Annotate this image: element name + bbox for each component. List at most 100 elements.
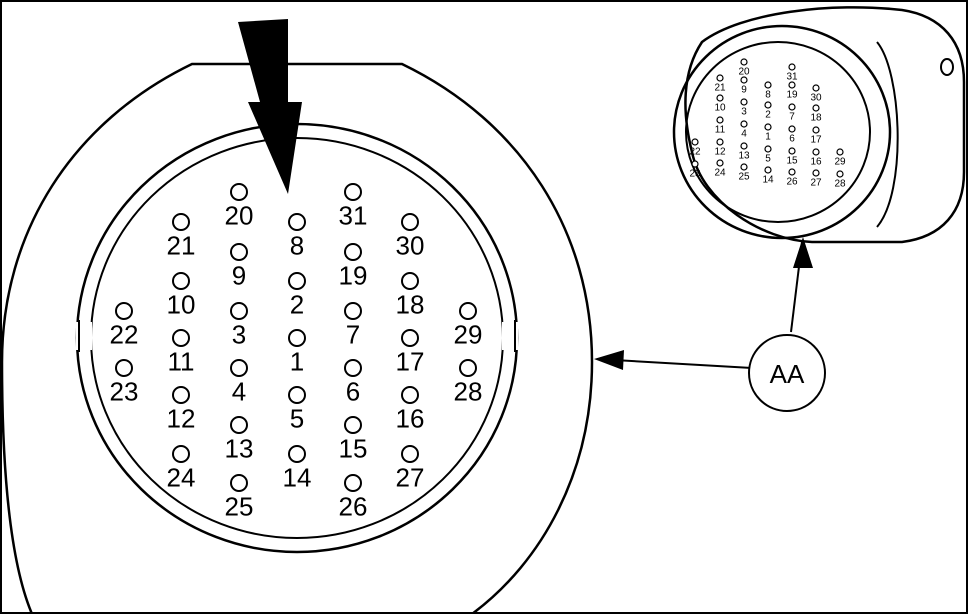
pin-label-6: 6 bbox=[789, 134, 795, 145]
pin-label-7: 7 bbox=[789, 112, 795, 123]
pin-socket-12 bbox=[172, 386, 190, 404]
pin-label-17: 17 bbox=[396, 347, 425, 377]
pin-socket-5 bbox=[764, 145, 772, 153]
pin-label-23: 23 bbox=[689, 169, 701, 180]
pin-socket-28 bbox=[459, 359, 477, 377]
pin-socket-7 bbox=[344, 302, 362, 320]
pin-label-8: 8 bbox=[290, 231, 304, 261]
pin-socket-26 bbox=[788, 168, 796, 176]
small-connector-rim-inner bbox=[685, 41, 871, 223]
pin-socket-11 bbox=[172, 329, 190, 347]
pin-label-12: 12 bbox=[167, 404, 196, 434]
pin-socket-1 bbox=[764, 123, 772, 131]
pin-label-1: 1 bbox=[765, 132, 771, 143]
pin-socket-2 bbox=[288, 272, 306, 290]
pin-socket-24 bbox=[172, 445, 190, 463]
pin-label-30: 30 bbox=[810, 93, 822, 104]
pin-label-5: 5 bbox=[290, 404, 304, 434]
pin-socket-1 bbox=[288, 329, 306, 347]
pin-socket-9 bbox=[230, 243, 248, 261]
small-connector-band bbox=[876, 41, 899, 228]
pin-label-28: 28 bbox=[454, 377, 483, 407]
pin-label-18: 18 bbox=[810, 113, 822, 124]
pin-label-29: 29 bbox=[834, 157, 846, 168]
pin-label-19: 19 bbox=[786, 90, 798, 101]
pin-label-21: 21 bbox=[167, 231, 196, 261]
pin-socket-29 bbox=[459, 302, 477, 320]
pin-socket-15 bbox=[788, 147, 796, 155]
pin-socket-16 bbox=[812, 148, 820, 156]
pin-socket-7 bbox=[788, 103, 796, 111]
pin-socket-27 bbox=[401, 445, 419, 463]
pin-label-15: 15 bbox=[339, 434, 368, 464]
pin-label-24: 24 bbox=[714, 168, 726, 179]
pin-socket-24 bbox=[716, 159, 724, 167]
pin-label-3: 3 bbox=[232, 320, 246, 350]
pin-label-14: 14 bbox=[283, 463, 312, 493]
pin-socket-21 bbox=[716, 74, 724, 82]
pin-socket-29 bbox=[836, 148, 844, 156]
pin-label-11: 11 bbox=[715, 125, 726, 136]
pin-label-11: 11 bbox=[168, 347, 195, 377]
pin-socket-5 bbox=[288, 386, 306, 404]
pin-socket-3 bbox=[740, 98, 748, 106]
pin-label-9: 9 bbox=[741, 85, 747, 96]
pin-label-2: 2 bbox=[765, 110, 771, 121]
pointer-arrow bbox=[238, 19, 302, 194]
pin-label-1: 1 bbox=[290, 347, 304, 377]
pin-socket-10 bbox=[172, 272, 190, 290]
pin-socket-10 bbox=[716, 94, 724, 102]
pin-label-19: 19 bbox=[339, 261, 368, 291]
pin-label-2: 2 bbox=[290, 290, 304, 320]
pin-socket-20 bbox=[740, 58, 748, 66]
connector-outer-shell bbox=[2, 62, 594, 612]
pin-socket-4 bbox=[740, 120, 748, 128]
pin-socket-17 bbox=[401, 329, 419, 347]
pin-socket-30 bbox=[401, 213, 419, 231]
pin-label-16: 16 bbox=[810, 157, 822, 168]
pin-label-14: 14 bbox=[762, 175, 774, 186]
pin-socket-31 bbox=[788, 63, 796, 71]
pin-socket-31 bbox=[344, 183, 362, 201]
callout-circle bbox=[748, 334, 826, 412]
pin-label-17: 17 bbox=[810, 135, 822, 146]
pin-socket-27 bbox=[812, 169, 820, 177]
pin-socket-23 bbox=[115, 359, 133, 377]
pin-label-20: 20 bbox=[738, 67, 750, 78]
pin-label-18: 18 bbox=[396, 290, 425, 320]
pin-label-3: 3 bbox=[741, 107, 747, 118]
pin-socket-8 bbox=[764, 81, 772, 89]
pin-label-27: 27 bbox=[396, 463, 425, 493]
pin-socket-2 bbox=[764, 101, 772, 109]
pin-label-30: 30 bbox=[396, 231, 425, 261]
pin-socket-12 bbox=[716, 138, 724, 146]
pin-label-31: 31 bbox=[339, 201, 368, 231]
small-connector-screw bbox=[940, 58, 954, 76]
pin-label-13: 13 bbox=[738, 151, 750, 162]
pin-label-26: 26 bbox=[339, 492, 368, 522]
pin-label-10: 10 bbox=[167, 290, 196, 320]
pin-socket-18 bbox=[812, 104, 820, 112]
pin-label-25: 25 bbox=[225, 492, 254, 522]
pin-socket-8 bbox=[288, 213, 306, 231]
pin-label-23: 23 bbox=[110, 377, 139, 407]
pin-socket-13 bbox=[740, 142, 748, 150]
pin-socket-13 bbox=[230, 416, 248, 434]
pin-socket-25 bbox=[230, 474, 248, 492]
pin-label-26: 26 bbox=[786, 177, 798, 188]
pin-label-5: 5 bbox=[765, 154, 771, 165]
pin-socket-17 bbox=[812, 126, 820, 134]
leader-arrowhead-small bbox=[793, 237, 813, 268]
pin-socket-21 bbox=[172, 213, 190, 231]
pin-label-25: 25 bbox=[738, 172, 750, 183]
callout-label: AA bbox=[770, 359, 805, 389]
pin-socket-14 bbox=[288, 445, 306, 463]
pin-label-28: 28 bbox=[834, 179, 846, 190]
pin-label-4: 4 bbox=[741, 129, 747, 140]
callout-aa: AA bbox=[748, 334, 826, 412]
pin-socket-26 bbox=[344, 474, 362, 492]
